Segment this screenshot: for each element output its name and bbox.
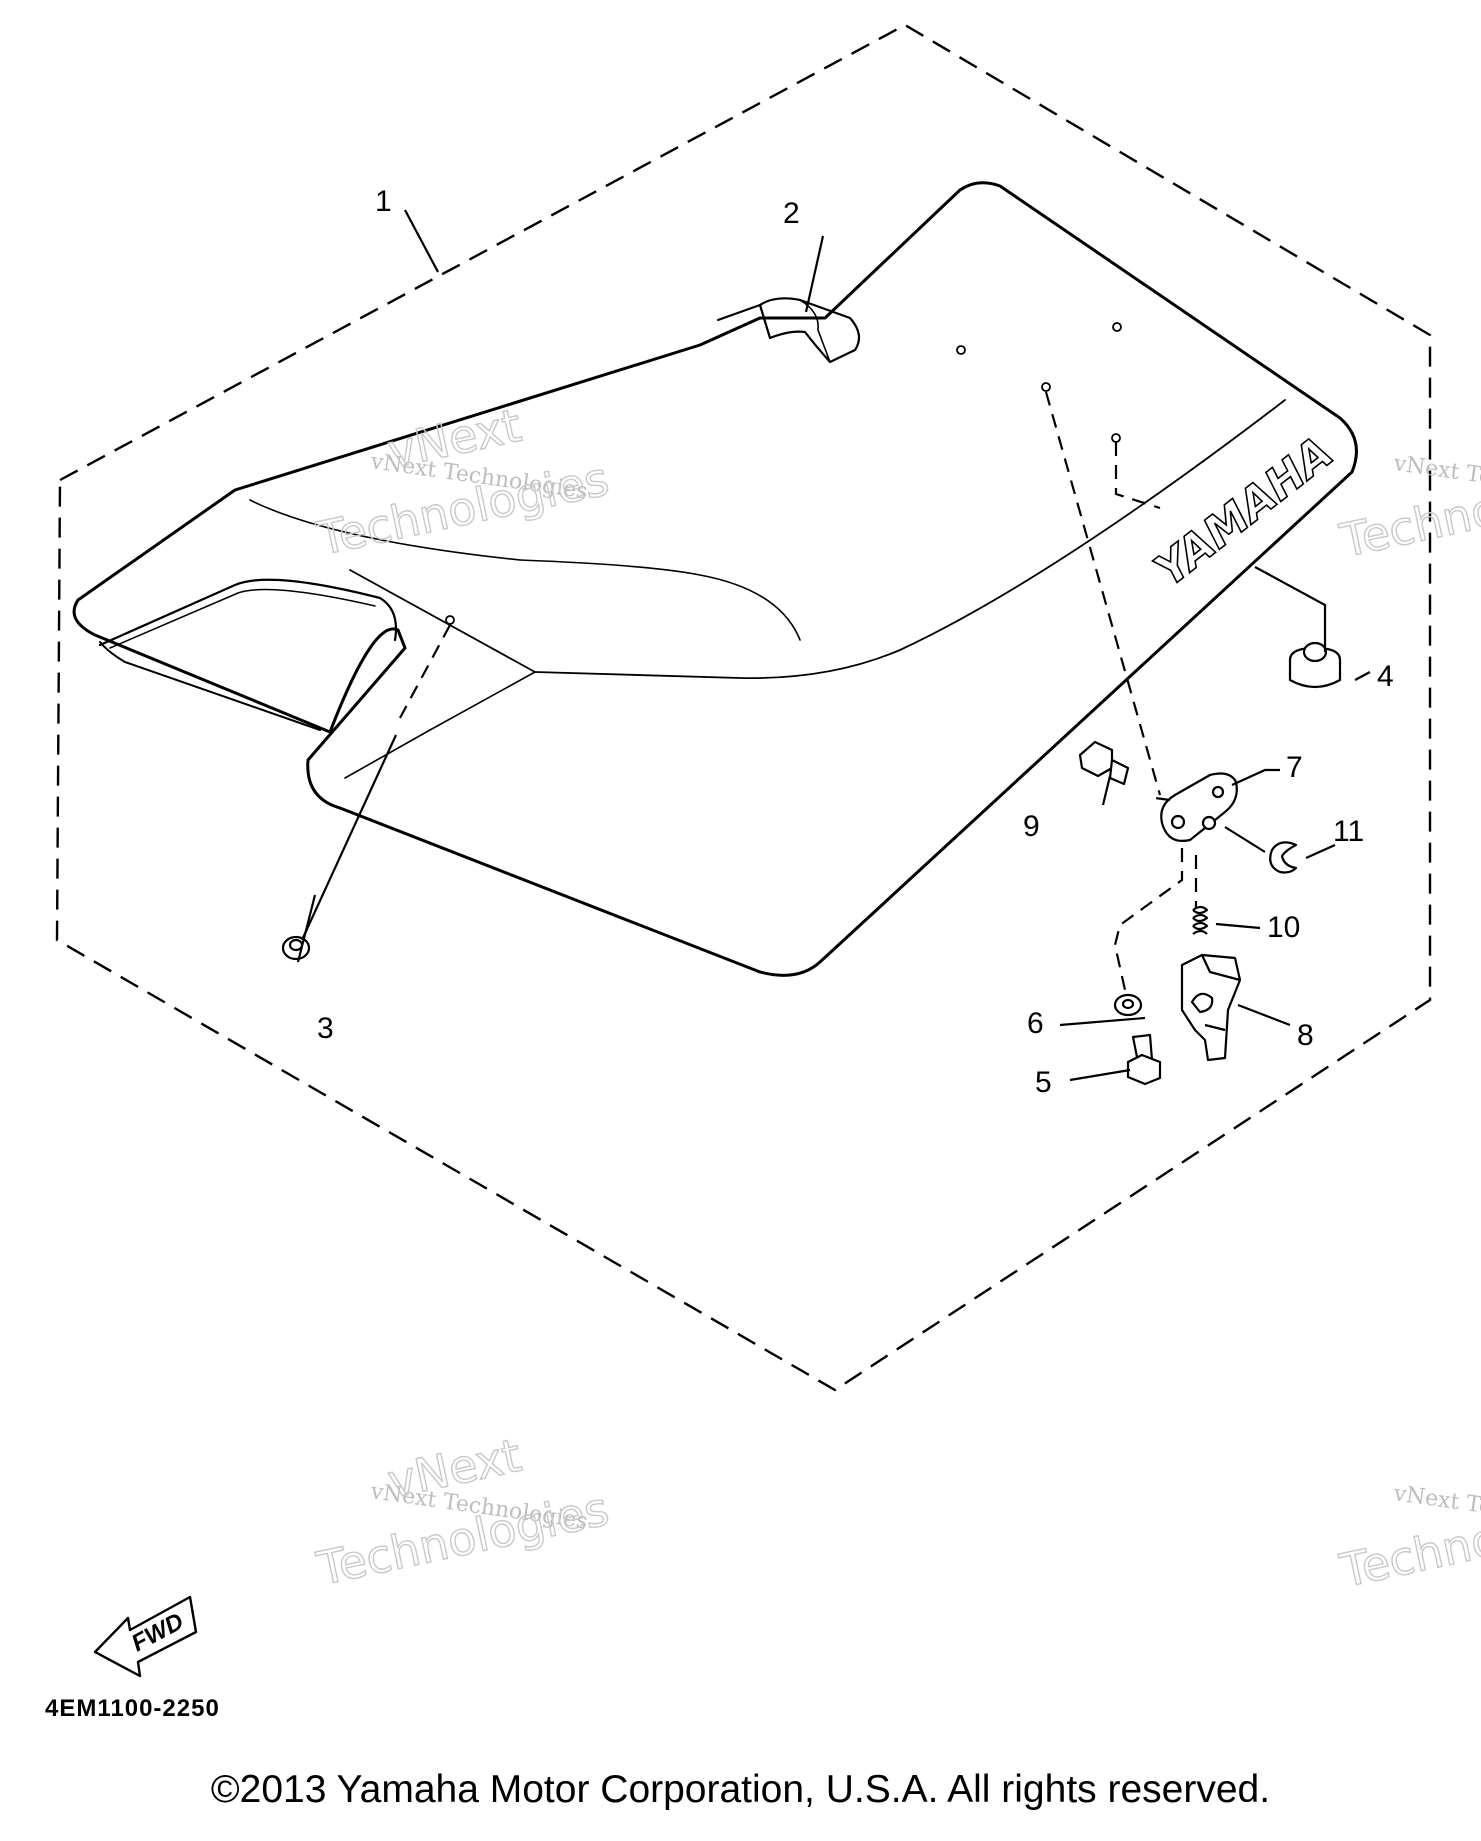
part-9-bolt (1078, 740, 1130, 786)
callout-4: 4 (1377, 660, 1394, 693)
part-4-damper (1288, 641, 1342, 689)
assembly-boundary (55, 23, 1432, 1392)
callout-3: 3 (317, 1012, 334, 1045)
callout-10: 10 (1267, 911, 1300, 944)
forward-arrow: FWD (93, 1595, 198, 1678)
callout-11: 11 (1333, 815, 1364, 848)
callout-6: 6 (1027, 1007, 1044, 1040)
part-11-clip (1269, 841, 1298, 874)
part-3-grommet (281, 935, 311, 961)
callout-9: 9 (1023, 810, 1040, 843)
copyright-notice: ©2013 Yamaha Motor Corporation, U.S.A. A… (210, 1768, 1271, 1811)
part-7-bracket (1160, 772, 1238, 842)
callout-1: 1 (375, 185, 392, 218)
callout-7: 7 (1286, 751, 1303, 784)
part-6-washer (1113, 993, 1143, 1017)
part-10-spring (1192, 905, 1209, 935)
part-5-screw (1126, 1033, 1162, 1086)
part-number: 4EM1100-2250 (45, 1695, 220, 1722)
callout-labels: 1 2 3 4 5 6 7 8 9 10 11 (317, 185, 1394, 1099)
callout-8: 8 (1297, 1019, 1314, 1052)
part-8-latch (1180, 953, 1242, 1062)
hardware-parts (281, 641, 1342, 1086)
assembly-lines-solid (301, 734, 397, 941)
callout-5: 5 (1035, 1066, 1052, 1099)
callout-2: 2 (783, 197, 800, 230)
seat-body (72, 181, 1358, 977)
watermarks: vNext Technologies vNext Technologies vN… (311, 397, 1481, 1598)
assembly-lines (399, 391, 1198, 991)
